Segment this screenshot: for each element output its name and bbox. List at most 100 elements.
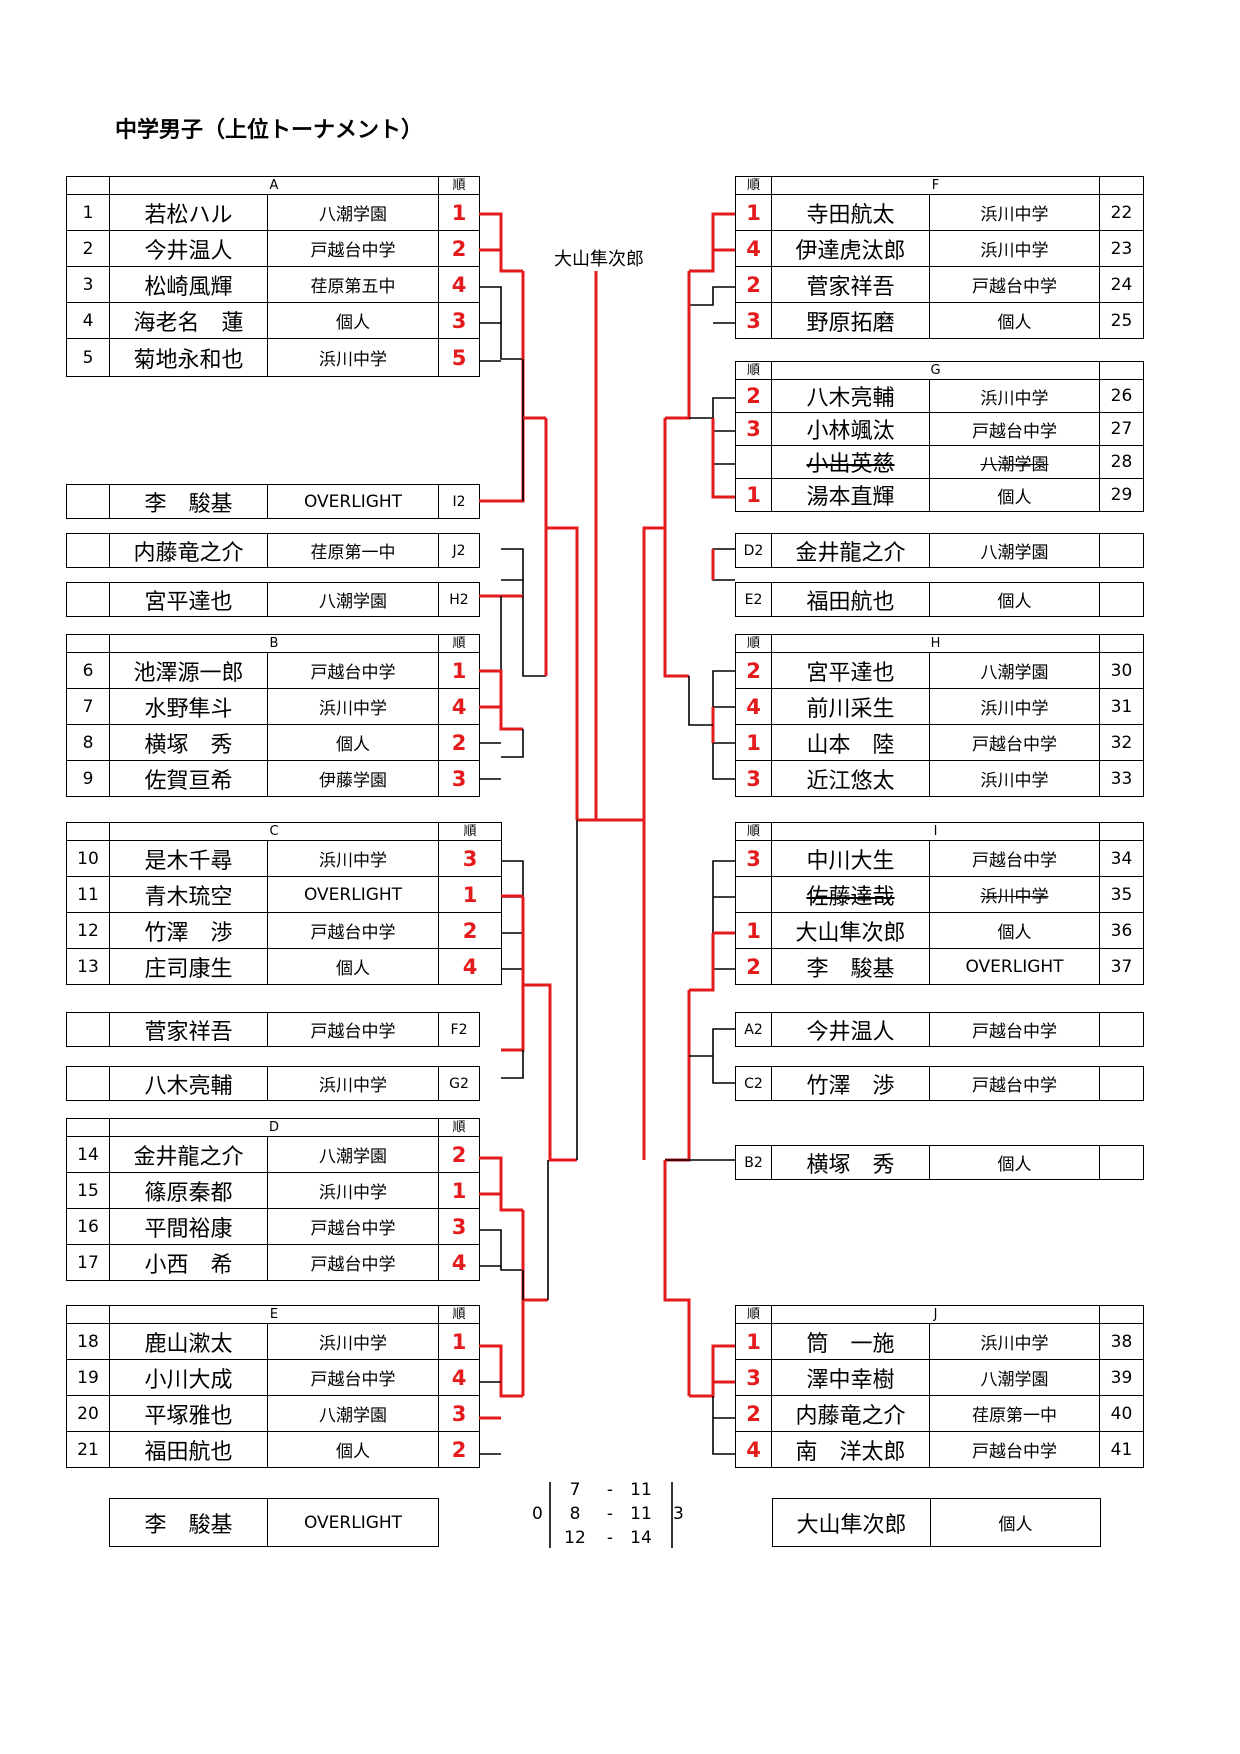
- player-name: 海老名 蓮: [109, 302, 268, 339]
- finalist-team: OVERLIGHT: [267, 1498, 439, 1547]
- team-name: 戸越台中学: [267, 1012, 439, 1047]
- game-right-points: 11: [630, 1504, 652, 1524]
- group-rank: 1: [735, 724, 772, 761]
- team-name: 浜川中学: [929, 876, 1100, 913]
- right-sets-won: 3: [673, 1504, 684, 1524]
- group-rank: 1: [438, 652, 480, 689]
- team-name: 荏原第五中: [267, 266, 439, 303]
- bracket-line: [501, 548, 524, 581]
- final-score: 0 3 7 - 11 8 - 11 12 - 14: [530, 1480, 690, 1548]
- team-name: 個人: [929, 912, 1100, 949]
- bracket-win-line: [479, 1344, 523, 1398]
- player-name: 是木千尋: [109, 840, 268, 877]
- entry-number: 25: [1099, 302, 1144, 339]
- bracket-win-line: [711, 418, 735, 499]
- team-name: 伊藤学園: [267, 760, 439, 797]
- bracket-win-line: [665, 271, 691, 420]
- team-name: 戸越台中学: [267, 1244, 439, 1281]
- team-name: 戸越台中学: [929, 412, 1100, 446]
- entry-number: 17: [66, 1244, 110, 1281]
- bracket-win-line: [663, 1160, 691, 1396]
- player-name: 李 駿基: [771, 948, 930, 985]
- seed-label: D2: [735, 533, 772, 568]
- bracket-line: [712, 548, 735, 581]
- player-name: 山本 陸: [771, 724, 930, 761]
- seed-label: G2: [438, 1066, 480, 1101]
- player-name: 八木亮輔: [109, 1066, 268, 1101]
- entry-number: 4: [66, 302, 110, 339]
- page-title: 中学男子（上位トーナメント）: [115, 118, 424, 143]
- player-name: 野原拓磨: [771, 302, 930, 339]
- team-name: 個人: [267, 948, 439, 985]
- entry-number: 18: [66, 1323, 110, 1360]
- group-rank: 2: [438, 724, 480, 761]
- game-score-row: 12 - 14: [550, 1528, 670, 1550]
- bracket-line: [501, 860, 524, 898]
- team-name: 個人: [929, 1145, 1100, 1180]
- group-rank: 2: [735, 948, 772, 985]
- entry-number: 33: [1099, 760, 1144, 797]
- player-name: 池澤源一郎: [109, 652, 268, 689]
- player-name: 庄司康生: [109, 948, 268, 985]
- player-name: 平間裕康: [109, 1208, 268, 1245]
- group-rank: 3: [438, 760, 480, 797]
- group-rank: 3: [735, 760, 772, 797]
- rank-header: 順: [438, 1305, 480, 1324]
- rank-header: 順: [735, 822, 772, 841]
- team-name: 浜川中学: [267, 1066, 439, 1101]
- final-right-table: 大山隼次郎個人: [772, 1498, 1101, 1547]
- finalist-team: 個人: [930, 1498, 1101, 1547]
- player-name: 寺田航太: [771, 194, 930, 231]
- entry-number: 35: [1099, 876, 1144, 913]
- bracket-line: [712, 1417, 735, 1455]
- team-name: 個人: [267, 724, 439, 761]
- entry-number: 27: [1099, 412, 1144, 446]
- entry-number: 31: [1099, 688, 1144, 725]
- player-name: 小西 希: [109, 1244, 268, 1281]
- bracket-win-line: [523, 983, 577, 1162]
- bracket-win-line: [479, 1156, 523, 1212]
- entry-number: 15: [66, 1172, 110, 1209]
- seed-label: F2: [438, 1012, 480, 1047]
- entry-number: 22: [1099, 194, 1144, 231]
- seed-label: I2: [438, 484, 480, 519]
- team-name: 戸越台中学: [267, 1208, 439, 1245]
- bracket-win-line: [689, 1344, 735, 1398]
- champion-name: 大山隼次郎: [554, 249, 644, 270]
- group-rank: 1: [438, 1323, 480, 1360]
- bracket-win-line: [479, 669, 523, 731]
- bracket-line: [689, 397, 735, 419]
- seed-label: J2: [438, 533, 480, 568]
- entry-number: 24: [1099, 266, 1144, 303]
- rank-header: 順: [735, 361, 772, 380]
- group-rank: 4: [438, 1244, 480, 1281]
- seed-label: E2: [735, 582, 772, 617]
- player-name: 平塚雅也: [109, 1395, 268, 1432]
- group-rank: 1: [735, 194, 772, 231]
- team-name: 浜川中学: [929, 760, 1100, 797]
- player-name: 宮平達也: [771, 652, 930, 689]
- team-name: OVERLIGHT: [929, 948, 1100, 985]
- player-name: 伊達虎汰郎: [771, 230, 930, 267]
- player-name: 湯本直輝: [771, 478, 930, 512]
- entry-number: 26: [1099, 379, 1144, 413]
- player-name: 福田航也: [109, 1431, 268, 1468]
- team-name: 八潮学園: [267, 194, 439, 231]
- team-name: 浜川中学: [929, 1323, 1100, 1360]
- group-rank: 2: [735, 1395, 772, 1432]
- team-name: 浜川中学: [267, 688, 439, 725]
- group-rank: 1: [438, 876, 502, 913]
